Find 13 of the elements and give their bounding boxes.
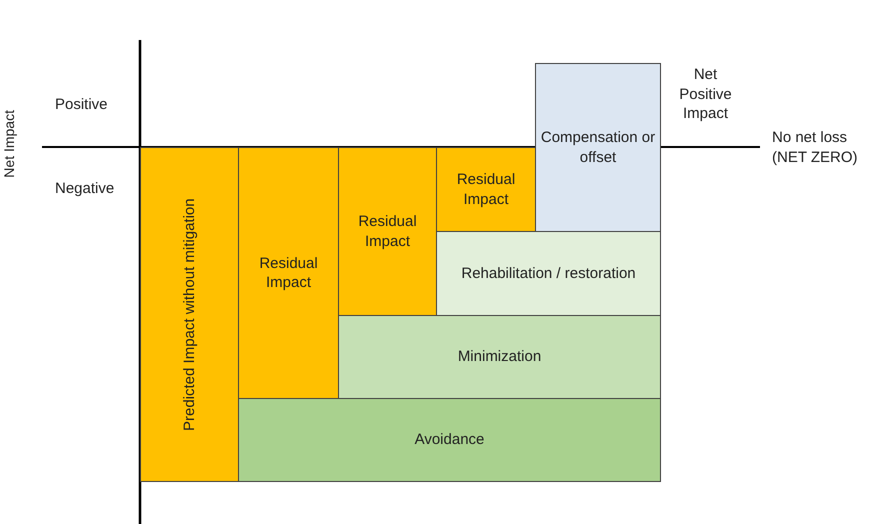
annotation: No net loss (NET ZERO) (772, 128, 859, 167)
impact-bar: Predicted Impact without mitigation (140, 147, 239, 482)
annotation: Net Positive Impact (678, 65, 733, 124)
offset-bar: Compensation or offset (535, 63, 661, 232)
mitigation-bar: Rehabilitation / restoration (436, 231, 661, 316)
axis-title: Net Impact (0, 110, 18, 178)
mitigation-bar: Minimization (338, 315, 661, 399)
impact-bar: Residual Impact (238, 147, 339, 399)
mitigation-bar: Avoidance (238, 398, 661, 482)
impact-bar: Residual Impact (436, 147, 536, 232)
axis-label: Positive (55, 95, 109, 114)
impact-bar: Residual Impact (338, 147, 437, 316)
axis-label: Negative (55, 179, 116, 198)
